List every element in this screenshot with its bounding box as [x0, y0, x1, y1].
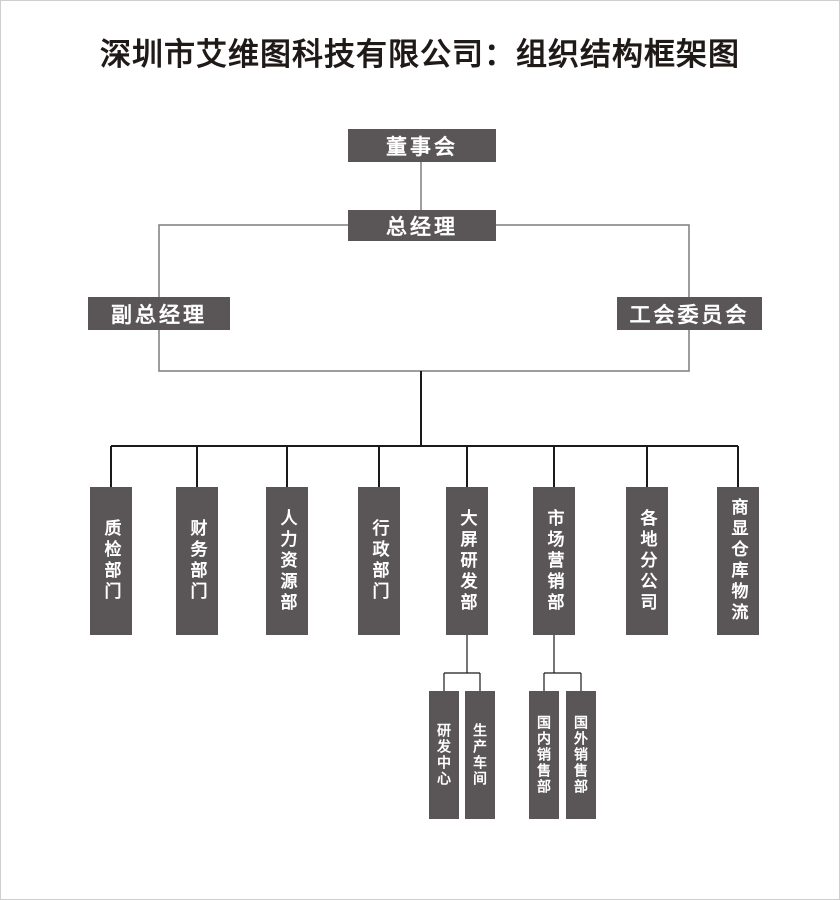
node-dept-large-screen-rd: 大屏研发部 [446, 487, 488, 635]
node-label: 董事会 [386, 135, 458, 159]
node-label: 大屏研发部 [457, 508, 477, 614]
node-sub-production-workshop: 生产车间 [465, 691, 495, 819]
node-dept-human-resources: 人力资源部 [266, 487, 308, 635]
node-general-manager: 总经理 [348, 210, 496, 241]
node-label: 市场营销部 [544, 508, 564, 614]
node-dept-quality-inspection: 质检部门 [90, 487, 132, 635]
node-label: 人力资源部 [277, 508, 297, 614]
node-label: 国外销售部 [573, 715, 589, 795]
node-deputy-general-manager: 副总经理 [88, 297, 230, 330]
node-union-committee: 工会委员会 [617, 297, 762, 330]
node-label: 行政部门 [369, 519, 389, 603]
node-label: 工会委员会 [629, 303, 750, 327]
node-label: 财务部门 [187, 519, 207, 603]
node-sub-overseas-sales: 国外销售部 [566, 691, 596, 819]
node-label: 各地分公司 [637, 508, 657, 614]
node-label: 总经理 [386, 215, 458, 239]
node-label: 商显仓库物流 [728, 498, 748, 624]
node-dept-branch-offices: 各地分公司 [626, 487, 668, 635]
node-label: 研发中心 [436, 723, 452, 787]
node-label: 质检部门 [101, 519, 121, 603]
node-board-of-directors: 董事会 [348, 129, 496, 162]
page-title: 深圳市艾维图科技有限公司：组织结构框架图 [100, 37, 740, 72]
node-label: 生产车间 [472, 723, 488, 787]
node-dept-marketing: 市场营销部 [533, 487, 575, 635]
node-sub-rd-center: 研发中心 [429, 691, 459, 819]
node-label: 国内销售部 [536, 715, 552, 795]
node-dept-finance: 财务部门 [176, 487, 218, 635]
node-dept-administration: 行政部门 [358, 487, 400, 635]
node-sub-domestic-sales: 国内销售部 [529, 691, 559, 819]
node-dept-warehouse-logistics: 商显仓库物流 [717, 487, 759, 635]
node-label: 副总经理 [111, 303, 207, 327]
